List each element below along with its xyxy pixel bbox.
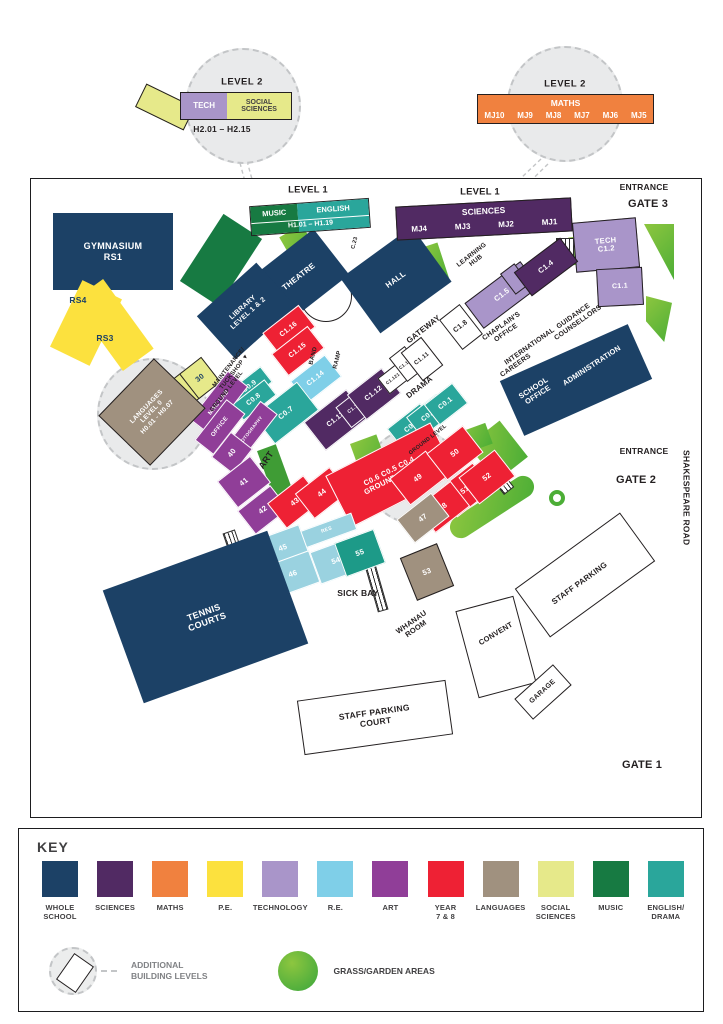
rs4: RS4 [69, 295, 87, 306]
key-swatch-color [317, 861, 354, 897]
sciences-room-label: MJ2 [498, 219, 515, 230]
key-swatch-label: ART [382, 903, 399, 912]
key-swatch-item: SCIENCES [88, 861, 142, 921]
sciences-room-label: MJ1 [541, 217, 558, 227]
key-swatch-item: TECHNOLOGY [252, 861, 308, 921]
key-swatch-color [647, 861, 684, 897]
maths-room-label: MJ7 [574, 111, 590, 120]
sick-bay: SICK BAY [337, 588, 379, 599]
learning-hub: LEARNING HUB [455, 241, 488, 269]
key-swatch-label: SCIENCES [95, 903, 136, 912]
key-title: KEY [37, 839, 69, 855]
level1-left-heading: LEVEL 1 [288, 184, 328, 196]
key-swatch-item: YEAR 7 & 8 [419, 861, 473, 921]
grass-circle-icon [277, 951, 318, 991]
maths-room-label: MJ5 [630, 111, 647, 120]
key-swatch-label: ENGLISH/ DRAMA [647, 903, 685, 921]
key-swatch-color [97, 861, 134, 897]
maths-room-label: MJ10 [484, 111, 505, 120]
key-swatch-color [262, 861, 299, 897]
grass-area [644, 224, 674, 280]
callout-left-level: LEVEL 2 [221, 76, 263, 88]
key-swatch-item: ENGLISH/ DRAMA [639, 861, 693, 921]
social-sciences-segment: SOCIAL SCIENCES [227, 93, 291, 119]
key-swatch-label: SOCIAL SCIENCES [535, 903, 576, 921]
key-swatch-item: SOCIAL SCIENCES [529, 861, 583, 921]
gate3: GATE 3 [627, 197, 669, 210]
shakespeare-road: SHAKESPEARE ROAD [681, 450, 692, 546]
gymnasium-rs1: GYMNASIUM RS1 [53, 213, 173, 290]
rs3: RS3 [96, 333, 114, 344]
room-53: 53 [399, 543, 455, 601]
callout-left-rooms: H2.01 – H2.15 [193, 124, 251, 135]
key-swatch-item: MUSIC [584, 861, 638, 921]
maths-dept-label: MATHS [550, 98, 581, 108]
key-panel: KEY WHOLE SCHOOL SCIENCES MATHS P.E. TECHNOL… [18, 828, 704, 1012]
guidance-counsellors: GUIDANCE COUNSELLORS [553, 302, 603, 342]
grass-areas-label: GRASS/GARDEN AREAS [333, 966, 435, 976]
maths-room-label: MJ9 [517, 111, 533, 120]
key-swatch-row: WHOLE SCHOOL SCIENCES MATHS P.E. TECHNOLOGY R… [33, 861, 693, 921]
maths-room-label: MJ8 [545, 111, 562, 120]
key-swatch-color [372, 861, 409, 897]
dashes-icon [101, 970, 117, 972]
key-swatch-label: MATHS [156, 903, 184, 912]
grass-area [646, 296, 672, 342]
key-swatch-item: WHOLE SCHOOL [33, 861, 87, 921]
callout-right-level: LEVEL 2 [544, 78, 586, 90]
entrance-gate2: ENTRANCE [619, 446, 669, 457]
key-swatch-color [537, 861, 574, 897]
key-swatch-item: P.E. [198, 861, 252, 921]
sciences-room-label: MJ4 [411, 224, 428, 234]
garden-circle [549, 490, 565, 506]
key-swatch-item: MATHS [143, 861, 197, 921]
maths-room-label: MJ6 [602, 111, 619, 120]
key-swatch-color [152, 861, 189, 897]
key-swatch-label: R.E. [327, 903, 344, 912]
sciences-room-label: MJ3 [454, 221, 471, 232]
callout-left-bar: TECH SOCIAL SCIENCES [180, 92, 292, 120]
gate1: GATE 1 [621, 758, 663, 771]
key-swatch-color [482, 861, 519, 897]
key-swatch-label: LANGUAGES [475, 903, 526, 912]
ramp: RAMP [332, 350, 343, 370]
room-c1-1: C1.1 [596, 266, 644, 308]
key-swatch-color [207, 861, 244, 897]
key-swatch-item: R.E. [308, 861, 362, 921]
gate2: GATE 2 [615, 473, 657, 486]
key-swatch-label: WHOLE SCHOOL [43, 903, 77, 921]
key-swatch-color [427, 861, 464, 897]
staff-parking-court: STAFF PARKING COURT [296, 679, 454, 756]
convent [455, 595, 537, 699]
maths-room-row: MJ10 MJ9 MJ8 MJ7 MJ6 MJ5 [478, 108, 653, 123]
key-swatch-label: MUSIC [598, 903, 624, 912]
additional-levels-icon [49, 947, 97, 995]
tech-c1-2: TECH C1.2 [571, 217, 641, 273]
key-swatch-item: LANGUAGES [474, 861, 528, 921]
key-swatch-label: P.E. [218, 903, 233, 912]
key-swatch-label: TECHNOLOGY [252, 903, 308, 912]
key-icons-row: ADDITIONAL BUILDING LEVELS GRASS/GARDEN … [49, 947, 435, 995]
maths-bar: MATHS MJ10 MJ9 MJ8 MJ7 MJ6 MJ5 [477, 94, 654, 124]
additional-levels-label: ADDITIONAL BUILDING LEVELS [131, 959, 208, 981]
key-swatch-color [592, 861, 629, 897]
whanau-room: WHANAU ROOM [394, 608, 429, 640]
key-swatch-label: YEAR 7 & 8 [434, 903, 457, 921]
c23: C.23 [350, 236, 360, 250]
tech-segment: TECH [181, 93, 228, 119]
entrance-gate3: ENTRANCE [619, 182, 669, 193]
key-swatch-color [42, 861, 78, 897]
level1-right-heading: LEVEL 1 [460, 186, 500, 198]
key-swatch-item: ART [363, 861, 417, 921]
dashed-building-icon [55, 953, 95, 993]
